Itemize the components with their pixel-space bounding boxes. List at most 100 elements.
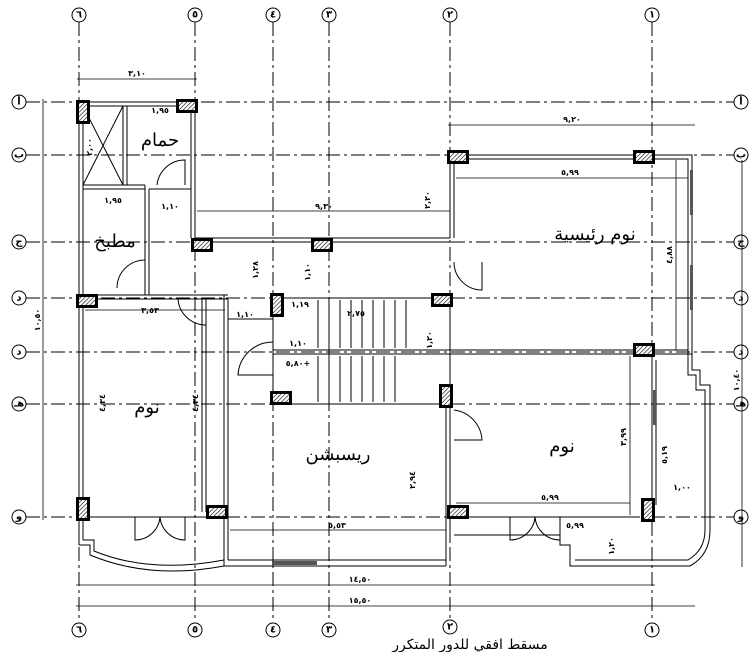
dim-master-width: ٥,٩٩ [561, 168, 579, 177]
dim-balcony-width: ٥,٩٩ [566, 521, 584, 530]
room-labels: حمام مطبخ نوم رئيسية نوم ريسبشن نوم [94, 130, 635, 465]
dim-bedroom-left-height-a: ٤,٣٤ [98, 394, 107, 412]
door-balcony-right [509, 516, 536, 541]
window [653, 390, 656, 425]
svg-text:و: و [15, 512, 22, 523]
columns [76, 99, 655, 522]
svg-text:٢: ٢ [447, 10, 453, 21]
dim-right-total-height: ١٠,٤٠ [732, 369, 741, 392]
door-master [453, 261, 483, 291]
dim-stair-small: ١,٢٠ [425, 331, 434, 349]
dim-stair-gap: ١,١٠ [303, 263, 312, 281]
column [641, 498, 655, 522]
dim-bath-width: ١,٩٥ [151, 106, 169, 115]
svg-text:ج: ج [15, 237, 23, 248]
svg-text:د: د [16, 347, 21, 358]
plan-title: مسقط افقي للدور المتكرر [391, 637, 548, 652]
dim-kitchen-width: ١,٩٥ [104, 196, 122, 205]
window [690, 265, 693, 310]
stair-treads [317, 300, 407, 402]
column [76, 100, 90, 124]
dim-shaft-height: ٢,٠٠ [85, 138, 94, 156]
door-balcony-left [134, 516, 161, 541]
dim-total-width-outer: ١٥,٥٠ [349, 596, 372, 605]
dim-balcony-height: ٥,١٩ [660, 446, 669, 464]
room-master-bedroom: نوم رئيسية [554, 224, 635, 245]
grid-bubble-row-d2: د د [11, 344, 749, 360]
dim-stair-width: ١,١٠ [289, 339, 307, 348]
grid-bubble-row-b: ب ب [11, 147, 749, 163]
dim-total-width-inner: ١٤,٥٠ [349, 575, 372, 584]
svg-text:ج: ج [737, 237, 745, 248]
svg-text:٦: ٦ [76, 10, 82, 21]
dim-balcony-front: ١,٢٠ [607, 537, 616, 555]
dim-bedroom-right-width: ٥,٩٩ [541, 493, 559, 502]
grid-bubble-row-c: ج ج [11, 234, 749, 250]
svg-text:د: د [16, 293, 21, 304]
grid-bubble-row-w: و و [11, 509, 749, 525]
svg-text:د: د [738, 293, 743, 304]
grid-bubble-col-6: ٦ ٦ [71, 7, 87, 638]
grid-rows [26, 101, 734, 518]
svg-text:١: ١ [649, 625, 655, 636]
dim-bedroom-right-height: ٣,٩٩ [619, 428, 628, 446]
svg-text:٤: ٤ [270, 10, 276, 21]
dim-master-offset: ٢,٢٠ [423, 191, 432, 209]
dim-stair-run: ٢,٧٥ [347, 309, 365, 318]
room-kitchen: مطبخ [94, 231, 135, 252]
grid-bubble-row-a: أ أ [11, 94, 749, 110]
dimension-labels: ٣,١٠ ١,٩٥ ٢,٠٠ ١,٩٥ ١,١٠ ٩,٣٠ ٢,٢٠ ١,٢٨ … [33, 69, 741, 605]
room-bedroom-left: نوم [134, 397, 159, 418]
window [690, 170, 693, 215]
svg-text:٥: ٥ [192, 10, 198, 21]
svg-text:أ: أ [739, 95, 742, 108]
svg-text:هـ: هـ [735, 399, 746, 410]
dim-lobby-height: ١,٢٨ [251, 261, 260, 279]
door-kitchen [116, 259, 146, 289]
room-bedroom-right: نوم [549, 436, 574, 457]
svg-text:٤: ٤ [270, 625, 276, 636]
svg-text:٣: ٣ [326, 10, 332, 21]
svg-text:٢: ٢ [447, 622, 453, 633]
dim-top-left-width: ٣,١٠ [128, 69, 146, 78]
grid-bubble-row-d: د د [11, 290, 749, 306]
svg-text:٥: ٥ [192, 625, 198, 636]
svg-text:٦: ٦ [76, 625, 82, 636]
dim-right-span: ٩,٢٠ [563, 115, 581, 124]
column [431, 293, 453, 307]
dim-corridor-width: ١,١٠ [161, 202, 179, 211]
dim-upper-span: ٩,٣٠ [315, 202, 333, 211]
dim-lobby-width: ١,١٠ [236, 310, 254, 319]
door-bedroom-right [453, 409, 483, 441]
dim-bedroom-left-height-b: ٤,٣٤ [191, 394, 200, 412]
column [447, 505, 469, 519]
column [447, 150, 469, 164]
svg-text:د: د [738, 347, 743, 358]
column [439, 384, 453, 408]
dim-balcony-depth: ١,٠٠ [673, 483, 691, 492]
svg-text:هـ: هـ [13, 399, 24, 410]
dim-left-total-height: ١٠,٥٠ [33, 309, 42, 332]
column [633, 150, 655, 164]
grid-bubbles: ٦ ٦ ٥ ٥ ٤ ٤ ٣ ٣ ٢ ٢ ١ ١ أ أ ب ب ج ج د د … [11, 7, 749, 638]
room-reception: ريسبشن [306, 444, 371, 465]
door-bedroom-left [177, 298, 207, 326]
room-bath: حمام [141, 130, 179, 151]
column [176, 99, 198, 113]
column [633, 343, 655, 357]
column [270, 391, 292, 405]
svg-text:ب: ب [14, 150, 24, 161]
grid-bubble-col-1: ١ ١ [644, 7, 660, 638]
dim-stair-landing: ١,١٩ [291, 300, 309, 309]
column [270, 293, 284, 317]
svg-text:و: و [737, 512, 744, 523]
level-mark: ٥,٨٠+ [286, 359, 310, 368]
column [311, 238, 333, 252]
svg-text:١: ١ [649, 10, 655, 21]
grid-bubble-col-2: ٢ ٢ [442, 7, 458, 635]
grid-bubble-col-3: ٣ ٣ [321, 7, 337, 638]
door-bath [156, 159, 186, 186]
column [191, 238, 213, 252]
svg-text:ب: ب [736, 150, 746, 161]
